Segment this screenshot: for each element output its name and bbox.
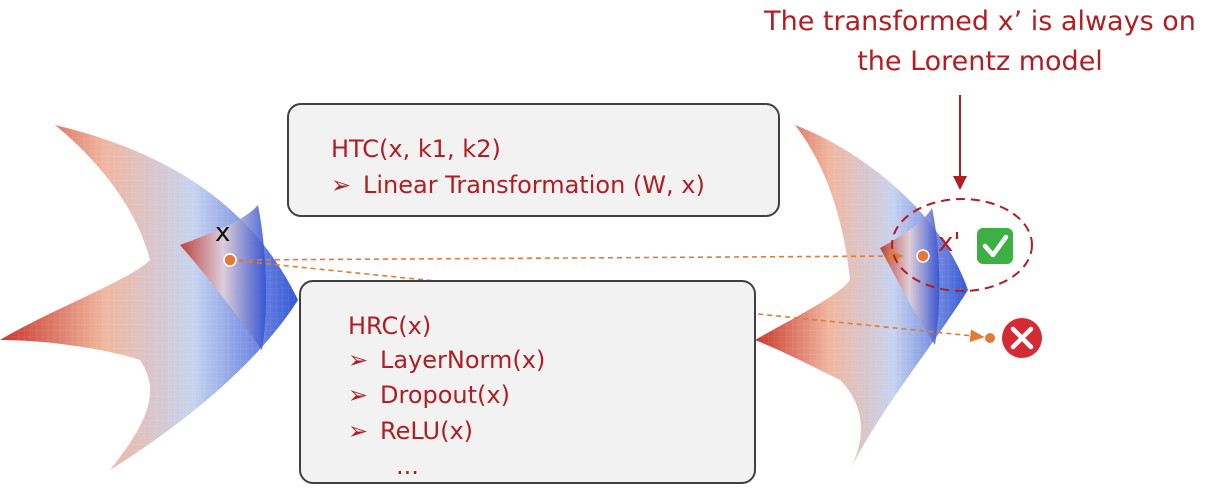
hrc-ellipsis: ... (396, 452, 419, 480)
input-point-label: x (215, 218, 231, 248)
hrc-item: ➢LayerNorm(x) (348, 346, 546, 374)
bullet-arrow-icon: ➢ (348, 417, 369, 445)
annotation-line-1: The transformed x’ is always on (764, 6, 1196, 37)
bullet-arrow-icon: ➢ (331, 171, 352, 199)
output-point-label: x' (938, 228, 961, 258)
cross-circle-icon (1002, 318, 1042, 358)
annotation-line-2: the Lorentz model (857, 46, 1103, 77)
hrc-item: ➢ReLU(x) (348, 417, 474, 445)
bullet-arrow-icon: ➢ (348, 381, 369, 409)
output-point (916, 249, 930, 263)
left-lorentz-surface (0, 125, 298, 470)
htc-box: HTC(x, k1, k2) ➢Linear Transformation (W… (287, 103, 780, 217)
htc-item: ➢Linear Transformation (W, x) (331, 171, 705, 199)
dashed-arrow-to-lorentz (229, 249, 904, 263)
htc-title: HTC(x, k1, k2) (331, 135, 501, 163)
annotation-arrow (953, 95, 967, 190)
check-mark-icon (977, 228, 1013, 264)
invalid-point (985, 333, 995, 343)
input-point (223, 253, 237, 267)
hrc-title: HRC(x) (348, 312, 432, 340)
highlight-ellipse (891, 198, 1033, 292)
hrc-box: HRC(x) ➢LayerNorm(x) ➢Dropout(x) ➢ReLU(x… (299, 280, 756, 484)
annotation-text: The transformed x’ is always on the Lore… (745, 2, 1210, 82)
bullet-arrow-icon: ➢ (348, 346, 369, 374)
hrc-item: ➢Dropout(x) (348, 381, 510, 409)
right-lorentz-surface (755, 125, 968, 470)
